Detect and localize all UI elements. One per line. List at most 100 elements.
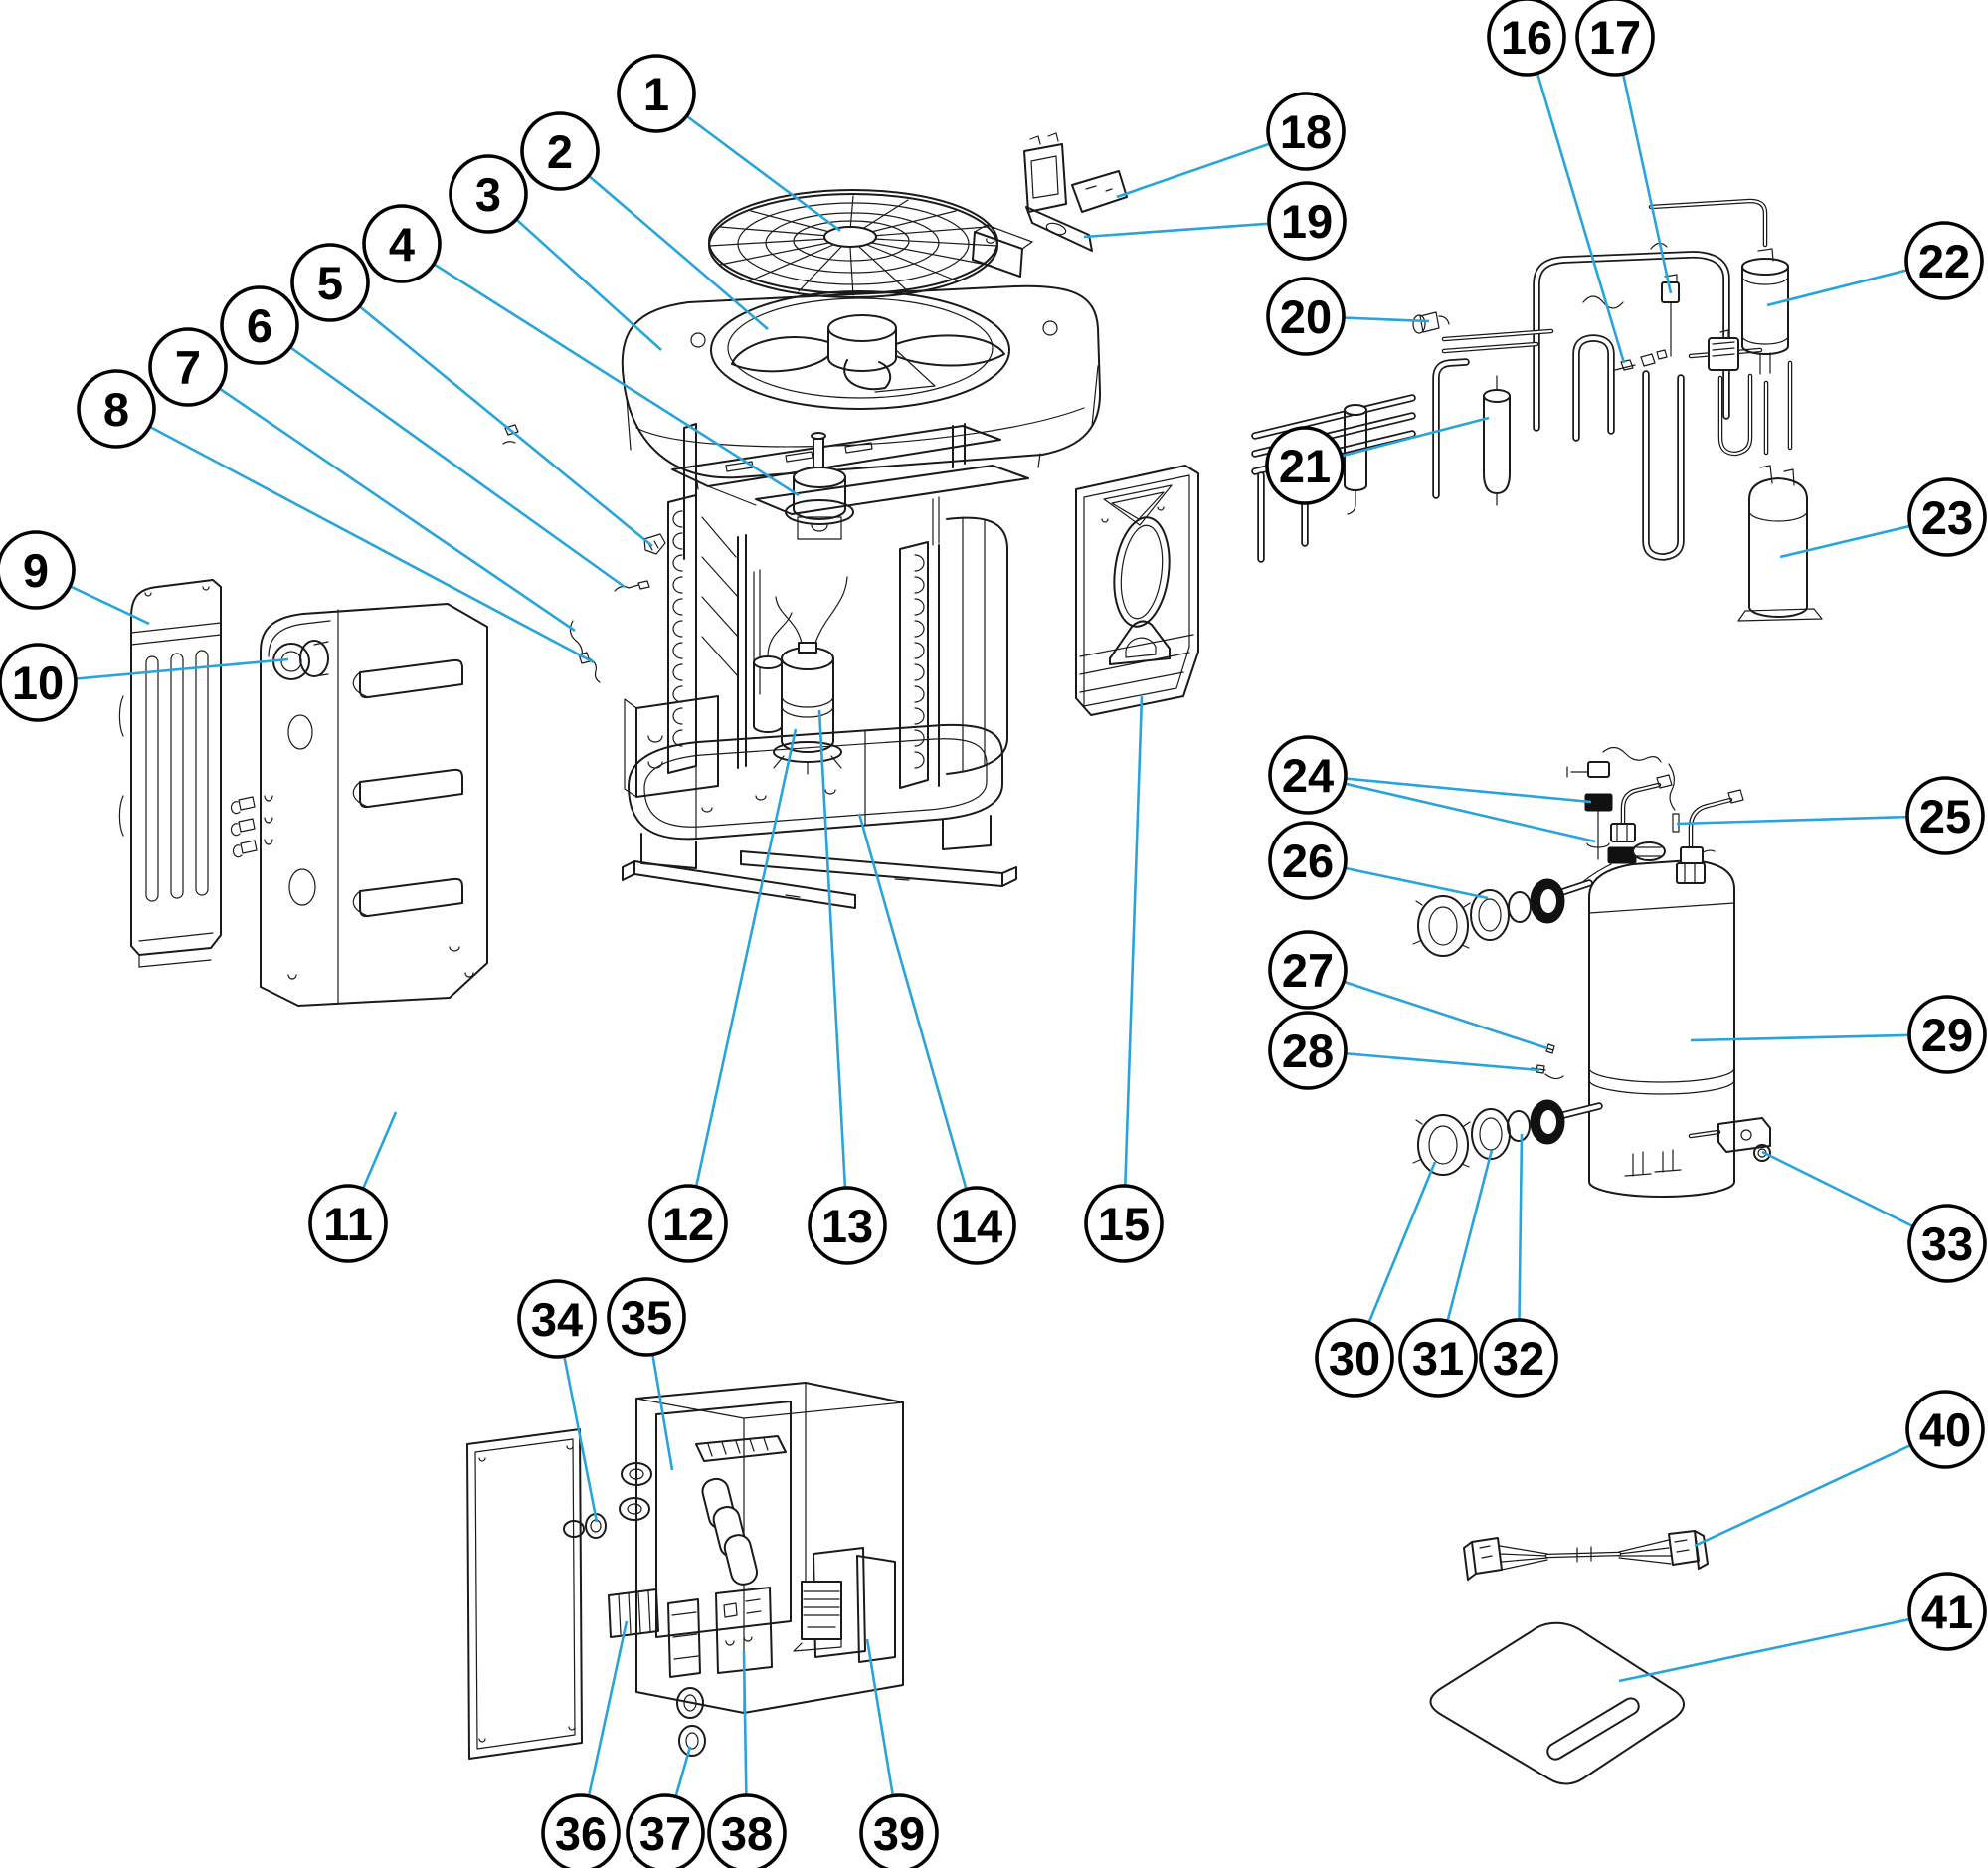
callout-2[interactable]: 2 (520, 111, 600, 191)
box-door-panel (466, 1428, 583, 1760)
compressor-part (773, 576, 848, 775)
callout-13[interactable]: 13 (808, 1186, 887, 1265)
callout-40[interactable]: 40 (1905, 1390, 1985, 1469)
top-frame (671, 423, 1029, 560)
callout-11[interactable]: 11 (308, 1184, 388, 1263)
clip-part (643, 533, 666, 555)
callout-number: 32 (1493, 1332, 1544, 1385)
callout-number: 21 (1279, 440, 1331, 492)
callout-number: 18 (1280, 105, 1332, 158)
callout-6[interactable]: 6 (220, 285, 299, 365)
lower-port-group (1412, 1099, 1603, 1176)
winter-cover-part (1429, 1621, 1685, 1785)
callout-number: 24 (1282, 749, 1334, 802)
callout-8[interactable]: 8 (77, 369, 156, 449)
callout-37[interactable]: 37 (626, 1793, 705, 1868)
callout-number: 40 (1919, 1403, 1971, 1456)
callout-number: 35 (621, 1291, 672, 1344)
left-coil (667, 494, 761, 774)
leader-line-25 (1676, 814, 1946, 826)
callout-number: 29 (1921, 1009, 1973, 1061)
leader-line-41 (1618, 1609, 1948, 1683)
cable-grommet-part (563, 1513, 607, 1539)
callout-26[interactable]: 26 (1268, 821, 1348, 900)
callout-32[interactable]: 32 (1479, 1318, 1558, 1398)
callout-31[interactable]: 31 (1398, 1318, 1478, 1398)
callout-5[interactable]: 5 (290, 243, 370, 322)
callout-number: 22 (1918, 235, 1970, 287)
heat-exchanger-tank-part (1576, 849, 1735, 1198)
valve-assembly-part (1566, 746, 1662, 860)
fan-top-cover-part (621, 284, 1102, 490)
callout-3[interactable]: 3 (449, 154, 528, 234)
callout-25[interactable]: 25 (1905, 776, 1985, 855)
callout-9[interactable]: 9 (0, 530, 76, 610)
callout-20[interactable]: 20 (1266, 277, 1346, 356)
electrical-box-part (608, 1382, 904, 1714)
screw-part (502, 424, 519, 445)
callout-1[interactable]: 1 (617, 54, 696, 133)
callout-19[interactable]: 19 (1267, 181, 1347, 261)
callout-number: 19 (1281, 195, 1333, 248)
callout-27[interactable]: 27 (1268, 930, 1348, 1010)
receiver-tank-part (1737, 465, 1823, 622)
filter-drier-part (1648, 198, 1789, 375)
callout-4[interactable]: 4 (362, 204, 442, 283)
callout-number: 7 (175, 341, 201, 394)
callout-number: 14 (951, 1200, 1002, 1252)
callout-number: 38 (721, 1807, 773, 1860)
callout-number: 20 (1280, 290, 1332, 343)
callout-21[interactable]: 21 (1265, 426, 1345, 505)
right-coil (899, 496, 940, 789)
callout-number: 12 (662, 1198, 714, 1250)
callout-number: 11 (323, 1198, 373, 1250)
callout-number: 36 (555, 1807, 607, 1860)
wire-harness-part (1463, 1530, 1709, 1581)
callout-7[interactable]: 7 (148, 327, 228, 407)
callout-number: 9 (23, 544, 49, 597)
callout-15[interactable]: 15 (1084, 1184, 1164, 1263)
callout-35[interactable]: 35 (607, 1277, 686, 1357)
callout-number: 13 (821, 1200, 873, 1252)
callout-23[interactable]: 23 (1907, 477, 1987, 557)
callout-38[interactable]: 38 (707, 1793, 787, 1868)
bracket-box (972, 231, 1023, 278)
callout-29[interactable]: 29 (1907, 995, 1987, 1074)
callout-number: 39 (873, 1807, 925, 1860)
leader-line-12 (686, 728, 798, 1224)
leader-line-24 (1307, 773, 1596, 843)
callout-30[interactable]: 30 (1315, 1318, 1394, 1398)
rear-side-panel-part (1075, 465, 1199, 716)
front-corner-panel-part (230, 603, 488, 1007)
sensor-pin-part (1668, 763, 1680, 833)
leader-line-7 (187, 365, 576, 633)
callout-39[interactable]: 39 (859, 1793, 939, 1868)
callout-18[interactable]: 18 (1266, 92, 1346, 171)
leader-line-15 (1122, 695, 1144, 1224)
callout-number: 5 (317, 257, 343, 309)
callout-33[interactable]: 33 (1907, 1204, 1987, 1283)
leader-line-2 (559, 150, 769, 330)
leader-line-8 (115, 407, 595, 664)
callout-10[interactable]: 10 (0, 643, 78, 722)
fan-impeller-part (731, 314, 1005, 393)
callout-34[interactable]: 34 (517, 1279, 597, 1359)
leader-line-13 (817, 709, 849, 1226)
callout-number: 33 (1921, 1217, 1973, 1270)
refrigeration-piping-assembly (1251, 198, 1823, 622)
callout-16[interactable]: 16 (1487, 0, 1566, 77)
callout-14[interactable]: 14 (937, 1186, 1016, 1265)
callout-28[interactable]: 28 (1268, 1011, 1348, 1090)
leader-line-14 (857, 813, 979, 1226)
callout-24[interactable]: 24 (1268, 735, 1348, 815)
callout-12[interactable]: 12 (648, 1184, 728, 1263)
callout-41[interactable]: 41 (1907, 1572, 1987, 1651)
callout-22[interactable]: 22 (1904, 221, 1984, 300)
callout-36[interactable]: 36 (541, 1793, 621, 1868)
callout-number: 3 (475, 168, 501, 221)
strainer-canister-part (1483, 375, 1511, 506)
callout-number: 31 (1412, 1332, 1464, 1385)
callout-number: 15 (1098, 1198, 1150, 1250)
callout-17[interactable]: 17 (1575, 0, 1655, 77)
